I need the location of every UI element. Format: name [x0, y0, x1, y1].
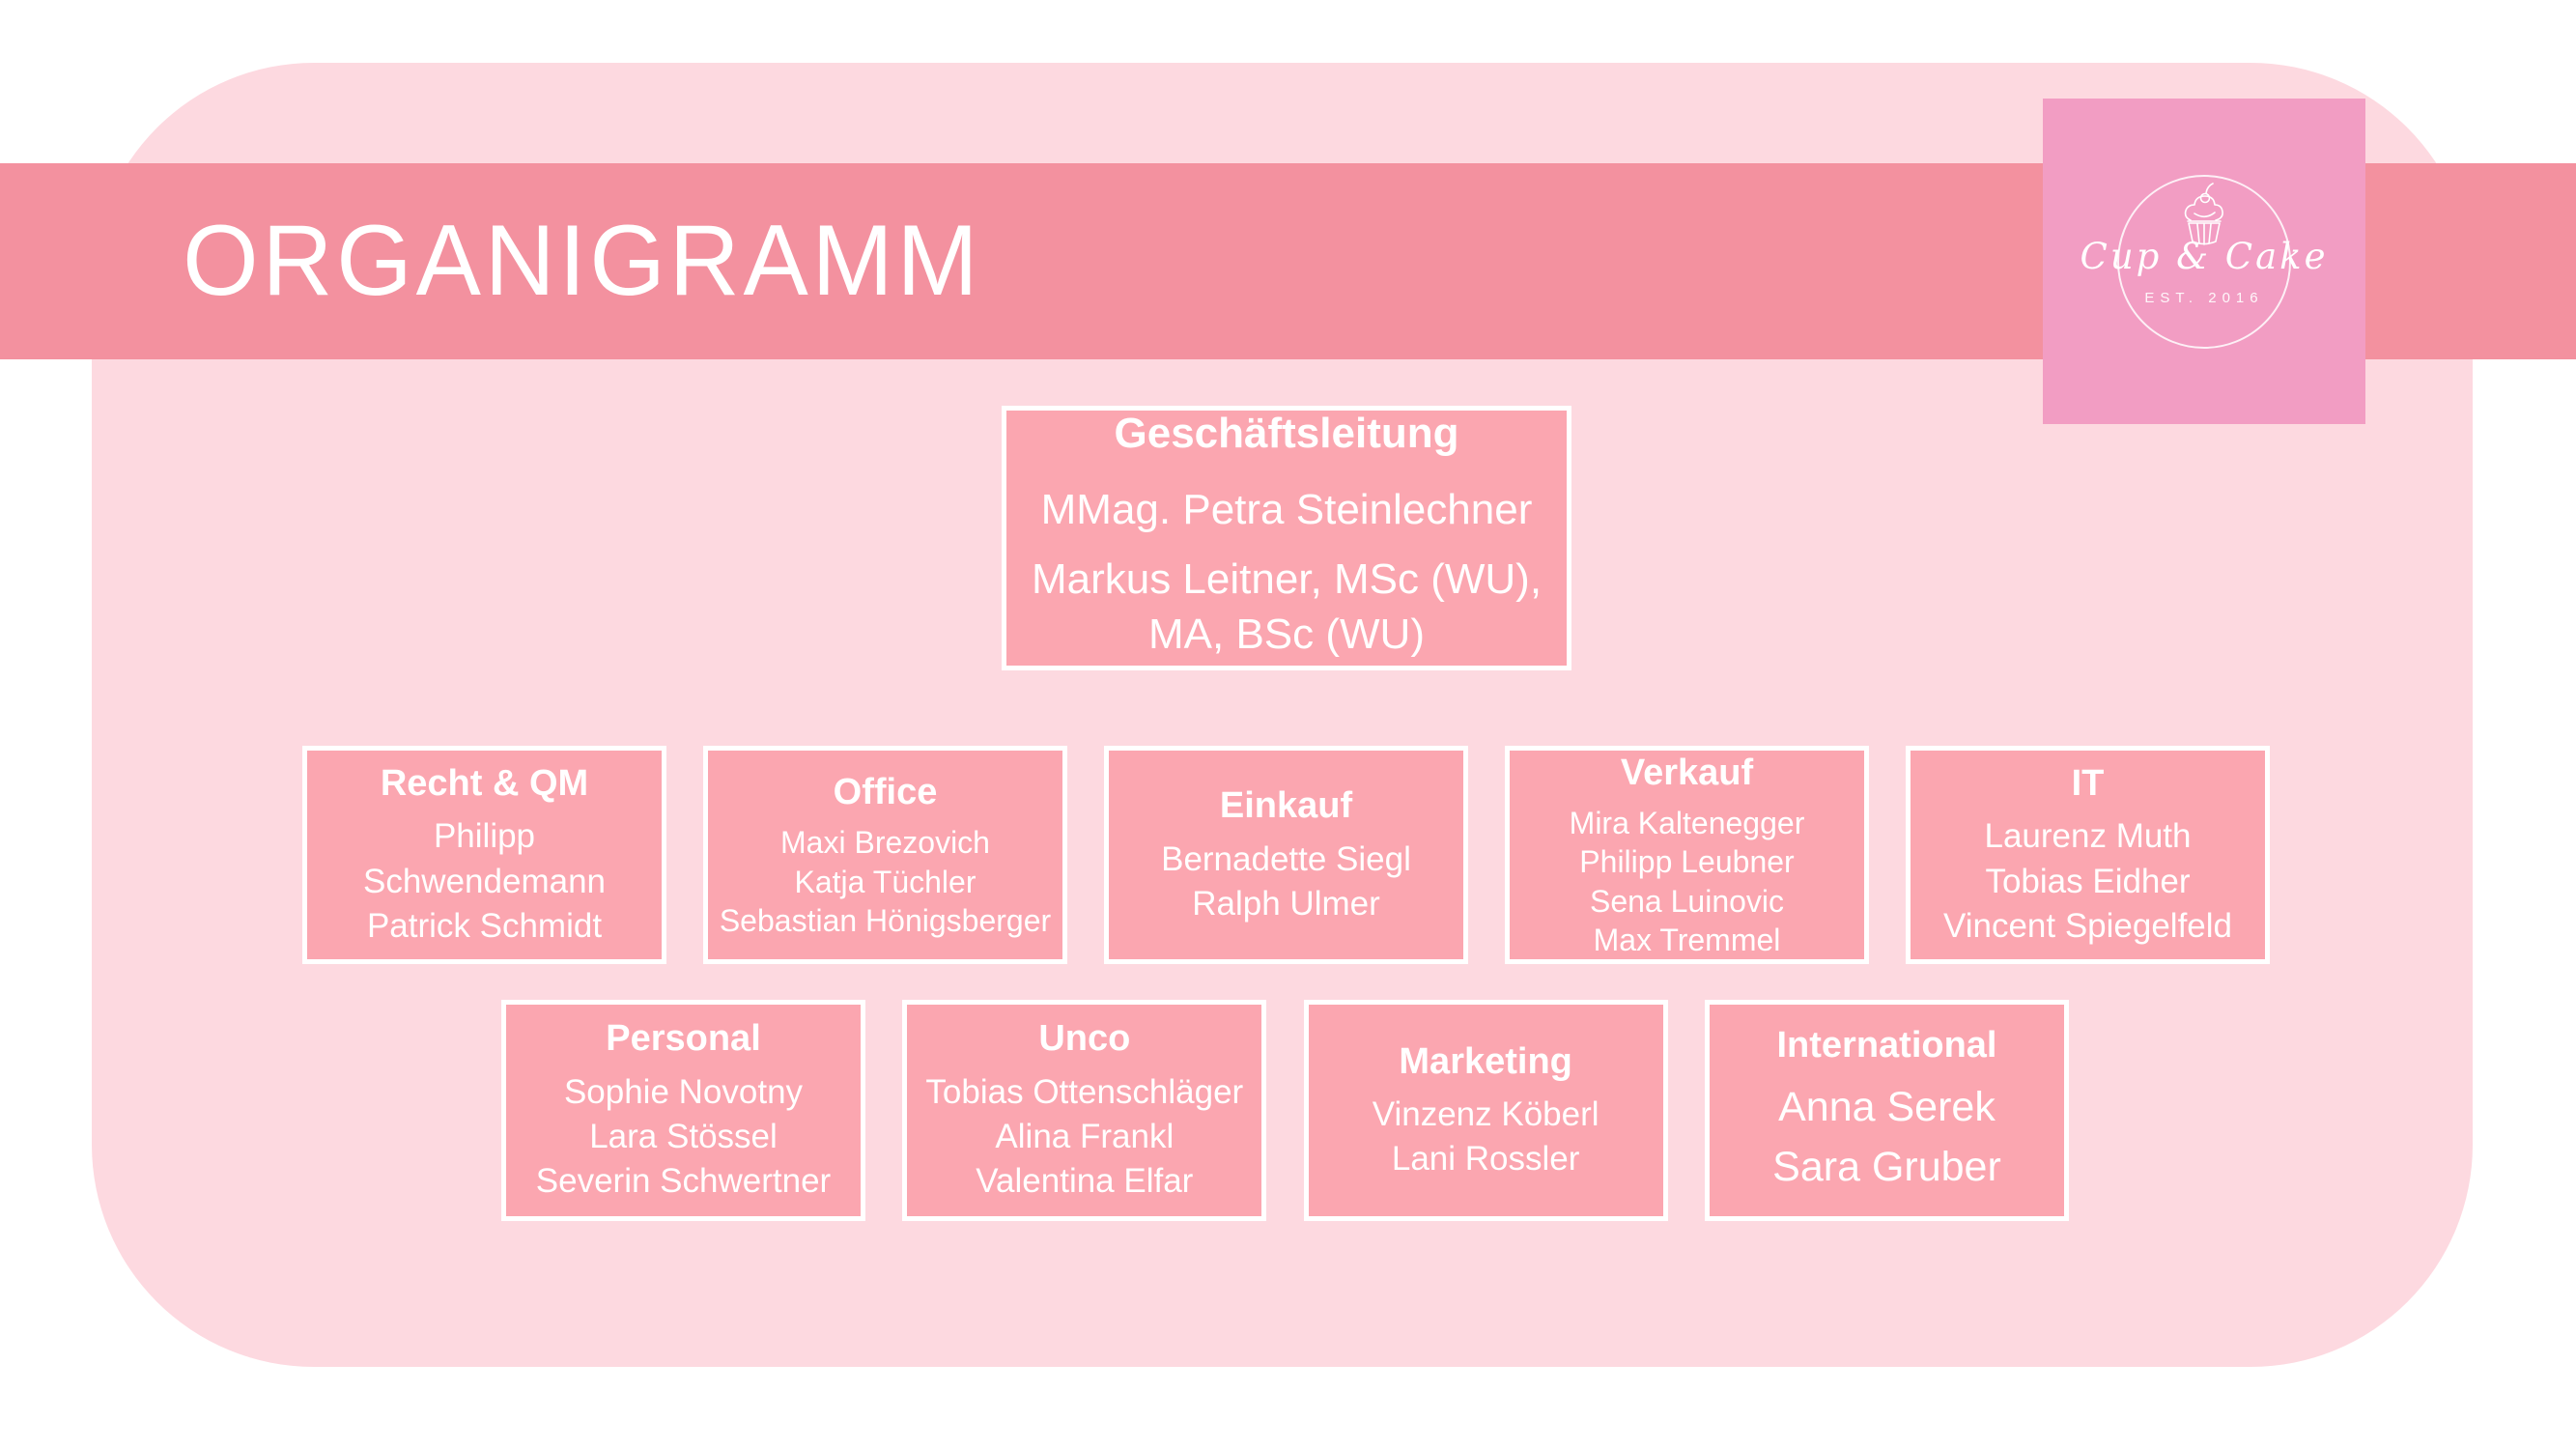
page-title: ORGANIGRAMM	[183, 205, 982, 317]
org-box-member: Sena Luinovic	[1589, 883, 1785, 919]
org-box-member: Tobias Ottenschläger	[925, 1072, 1244, 1111]
org-box-title: Einkauf	[1219, 785, 1353, 827]
org-box-member: Alina Frankl	[995, 1118, 1175, 1156]
brand-logo: Cup & Cake EST. 2016	[2043, 99, 2365, 424]
org-box-member: Sebastian Hönigsberger	[719, 902, 1052, 938]
org-box-member: MMag. Petra Steinlechner	[1040, 486, 1533, 534]
org-box-member: Philipp Schwendemann	[363, 817, 606, 900]
org-box-member: Maxi Brezovich	[780, 825, 990, 861]
org-box-member: Ralph Ulmer	[1192, 884, 1380, 923]
org-box-member: Sophie Novotny	[563, 1072, 804, 1111]
org-box-member: Lani Rossler	[1391, 1140, 1580, 1179]
org-box-member: Valentina Elfar	[976, 1162, 1194, 1201]
org-box-member: Max Tremmel	[1593, 923, 1781, 958]
brand-established: EST. 2016	[2144, 290, 2264, 306]
org-box-title: Verkauf	[1620, 752, 1754, 793]
cupcake-icon	[2184, 183, 2223, 245]
org-box-member: Tobias Eidher	[1985, 862, 2191, 900]
org-box-title: Personal	[606, 1018, 761, 1060]
org-box-member: Katja Tüchler	[794, 864, 977, 899]
org-box-member: Vinzenz Köberl	[1372, 1095, 1599, 1134]
org-box-member: Philipp Leubner	[1579, 844, 1795, 880]
org-box-member: Markus Leitner, MSc (WU), MA, BSc (WU)	[1031, 555, 1543, 658]
org-box-title: Geschäftsleitung	[1114, 410, 1459, 458]
brand-name: Cup & Cake	[2080, 236, 2329, 277]
org-box-member: Lara Stössel	[589, 1118, 778, 1156]
org-box-title: IT	[2071, 762, 2105, 804]
org-box-member: Bernadette Siegl	[1161, 839, 1411, 878]
org-box-title: Unco	[1038, 1018, 1131, 1060]
org-box-member: Sara Gruber	[1772, 1144, 2001, 1191]
org-box-member: Anna Serek	[1778, 1083, 1996, 1130]
org-box-member: Severin Schwertner	[535, 1162, 832, 1201]
org-box-title: Marketing	[1399, 1040, 1572, 1082]
org-box-title: Recht & QM	[380, 762, 589, 804]
org-box-title: International	[1776, 1025, 1997, 1066]
org-box-title: Office	[833, 771, 938, 812]
logo-circle	[2117, 174, 2291, 349]
org-box-member: Vincent Spiegelfeld	[1942, 906, 2233, 945]
org-box-member: Mira Kaltenegger	[1569, 806, 1805, 841]
org-box-member: Laurenz Muth	[1984, 817, 2192, 856]
org-box-member: Patrick Schmidt	[366, 906, 603, 945]
